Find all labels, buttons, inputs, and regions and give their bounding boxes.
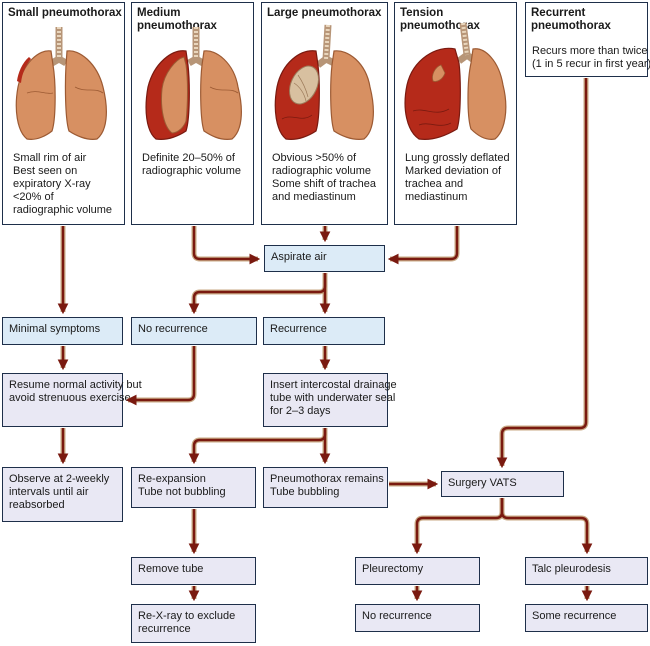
- panel-title: Small pneumothorax: [8, 7, 122, 19]
- panel-description: Recurs more than twice (1 in 5 recur in …: [532, 45, 650, 70]
- panel-description: Definite 20–50% of radiographic volume: [142, 152, 242, 177]
- talc-outcome-box: Some recurrence: [525, 604, 648, 632]
- tension-pneumothorax-panel: Tension pneumothorax Lung grossly deflat…: [394, 2, 517, 225]
- arrow-outlines: [60, 78, 590, 599]
- arrow-medium-to-aspirate: [192, 226, 261, 265]
- recurrence-box: Recurrence: [263, 317, 385, 345]
- surgery-vats-box: Surgery VATS: [441, 471, 564, 497]
- remove-tube-box: Remove tube: [131, 557, 256, 585]
- panel-title: Large pneumothorax: [267, 7, 382, 19]
- panel-title: Recurrent pneumothorax: [531, 7, 611, 32]
- large-pneumothorax-panel: Large pneumothorax Obvious >50% of radio…: [261, 2, 388, 225]
- tension-pneumothorax-lung-illustration: [404, 22, 507, 140]
- arrow-recurrent-to-surgery: [496, 78, 588, 469]
- panel-description: Lung grossly deflated Marked deviation o…: [405, 152, 510, 203]
- medium-pneumothorax-panel: Medium pneumothorax Definite 20–50% of r…: [131, 2, 254, 225]
- minimal-symptoms-box: Minimal symptoms: [2, 317, 123, 345]
- panel-description: Small rim of air Best seen on expiratory…: [13, 152, 113, 216]
- aspirate-air-box: Aspirate air: [264, 245, 385, 272]
- arrow-surgery-to-pleurectomy: [411, 498, 504, 555]
- recurrent-pneumothorax-panel: Recurrent pneumothorax Recurs more than …: [525, 2, 650, 77]
- no-recurrence-box: No recurrence: [131, 317, 257, 345]
- arrow-surgery-to-talc: [500, 498, 593, 555]
- arrow-insert-to-reexpansion: [188, 428, 327, 465]
- arrow-lines: [57, 78, 593, 602]
- large-pneumothorax-lung-illustration: [274, 24, 374, 140]
- arrow-tension-to-aspirate: [387, 226, 459, 265]
- arrow-no-recurrence-to-resume: [125, 346, 196, 406]
- lung-illustration: [15, 27, 107, 140]
- panel-description: Obvious >50% of radiographic volume Some…: [272, 152, 376, 203]
- talc-pleurodesis-box: Talc pleurodesis: [525, 557, 648, 585]
- pleurectomy-box: Pleurectomy: [355, 557, 480, 585]
- medium-pneumothorax-lung-illustration: [145, 27, 242, 140]
- arrow-aspirate-to-no-recurrence: [188, 273, 327, 315]
- small-pneumothorax-panel: Small pneumothorax Small rim of air Best…: [2, 2, 125, 225]
- pleurectomy-outcome-box: No recurrence: [355, 604, 480, 632]
- small-pneumothorax-lung-illustration: [15, 27, 107, 140]
- panel-title: Tension pneumothorax: [400, 7, 480, 32]
